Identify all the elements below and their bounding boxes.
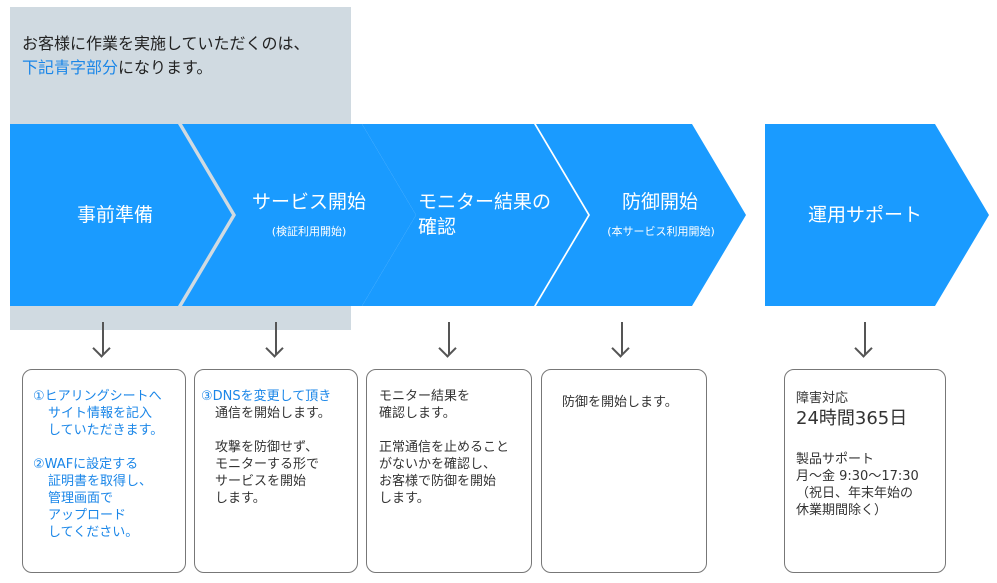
step-title-monitor-line2: 確認 (418, 216, 457, 238)
note-line-1: お客様に作業を実施していただくのは、 (22, 34, 310, 53)
step-arrow-start (182, 124, 416, 306)
support-hours: 24時間365日 (796, 408, 908, 429)
note-blue-text: 下記青字部分 (22, 58, 119, 77)
down-arrow-icon (864, 322, 866, 354)
monitor-para2-line: がないかを確認し、 (379, 457, 497, 472)
step-arrow-prep (10, 124, 232, 306)
note-line-2: 下記青字部分になります。 (22, 56, 310, 80)
prep-item2-line: ②WAFに設定する (33, 457, 139, 472)
prep-item2-line: 証明書を取得し、 (48, 474, 153, 489)
support-label: 障害対応 (796, 391, 849, 406)
monitor-para2-line: お客様で防御を開始 (379, 474, 497, 489)
down-arrow-icon (275, 322, 277, 354)
down-arrow-icon (448, 322, 450, 354)
prep-item2-line: してください。 (48, 525, 139, 540)
box-start: ③DNSを変更して頂き 通信を開始します。 攻撃を防御せず、 モニターする形で … (194, 369, 358, 573)
support-para2-line: 製品サポート (796, 452, 875, 467)
monitor-para1-line: 確認します。 (379, 406, 456, 421)
monitor-para1-line: モニター結果を (379, 389, 471, 404)
step-title-monitor: モニター結果の 確認 (418, 190, 551, 240)
box-prep: ①ヒアリングシートへ サイト情報を記入 していただきます。 ②WAFに設定する … (22, 369, 186, 573)
start-para2-line: サービスを開始 (215, 474, 307, 489)
step-sub-start: (検証利用開始) (271, 225, 347, 238)
step-arrow-monitor (362, 124, 588, 306)
defense-line: 防御を開始します。 (562, 395, 678, 410)
note-rest-text: になります。 (118, 58, 213, 77)
start-blue-line: ③DNSを変更して頂き (201, 389, 332, 404)
box-support: 障害対応 24時間365日 製品サポート 月～金 9:30～17:30 （祝日、… (784, 369, 946, 573)
step-arrow-defense (536, 124, 746, 306)
support-para2-line: 月～金 9:30～17:30 (796, 469, 919, 484)
step-arrow-support (765, 124, 989, 306)
start-line: 通信を開始します。 (215, 406, 331, 421)
step-title-support: 運用サポート (807, 204, 922, 226)
start-para2-line: します。 (215, 491, 266, 506)
start-para2-line: モニターする形で (215, 457, 320, 472)
box-defense: 防御を開始します。 (541, 369, 707, 573)
step-sub-defense: (本サービス利用開始) (607, 225, 715, 238)
support-para2-line: （祝日、年末年始の (796, 486, 914, 501)
start-para2-line: 攻撃を防御せず、 (215, 440, 319, 455)
step-title-prep: 事前準備 (76, 204, 153, 226)
down-arrow-icon (621, 322, 623, 354)
prep-item2-line: アップロード (48, 508, 127, 523)
prep-item2-line: 管理画面で (48, 491, 114, 506)
support-para2-line: 休業期間除く） (796, 503, 888, 518)
step-title-monitor-line1: モニター結果の (418, 191, 552, 213)
step-title-start: サービス開始 (251, 191, 366, 213)
prep-item1-line: していただきます。 (48, 423, 164, 438)
monitor-para2-line: します。 (379, 491, 430, 506)
prep-item1-line: ①ヒアリングシートへ (33, 389, 162, 404)
customer-task-note: お客様に作業を実施していただくのは、 下記青字部分になります。 (22, 32, 310, 80)
step-title-defense: 防御開始 (621, 191, 698, 213)
monitor-para2-line: 正常通信を止めること (379, 440, 510, 455)
down-arrow-icon (102, 322, 104, 354)
box-monitor: モニター結果を 確認します。 正常通信を止めること がないかを確認し、 お客様で… (366, 369, 532, 573)
prep-item1-line: サイト情報を記入 (48, 406, 153, 421)
